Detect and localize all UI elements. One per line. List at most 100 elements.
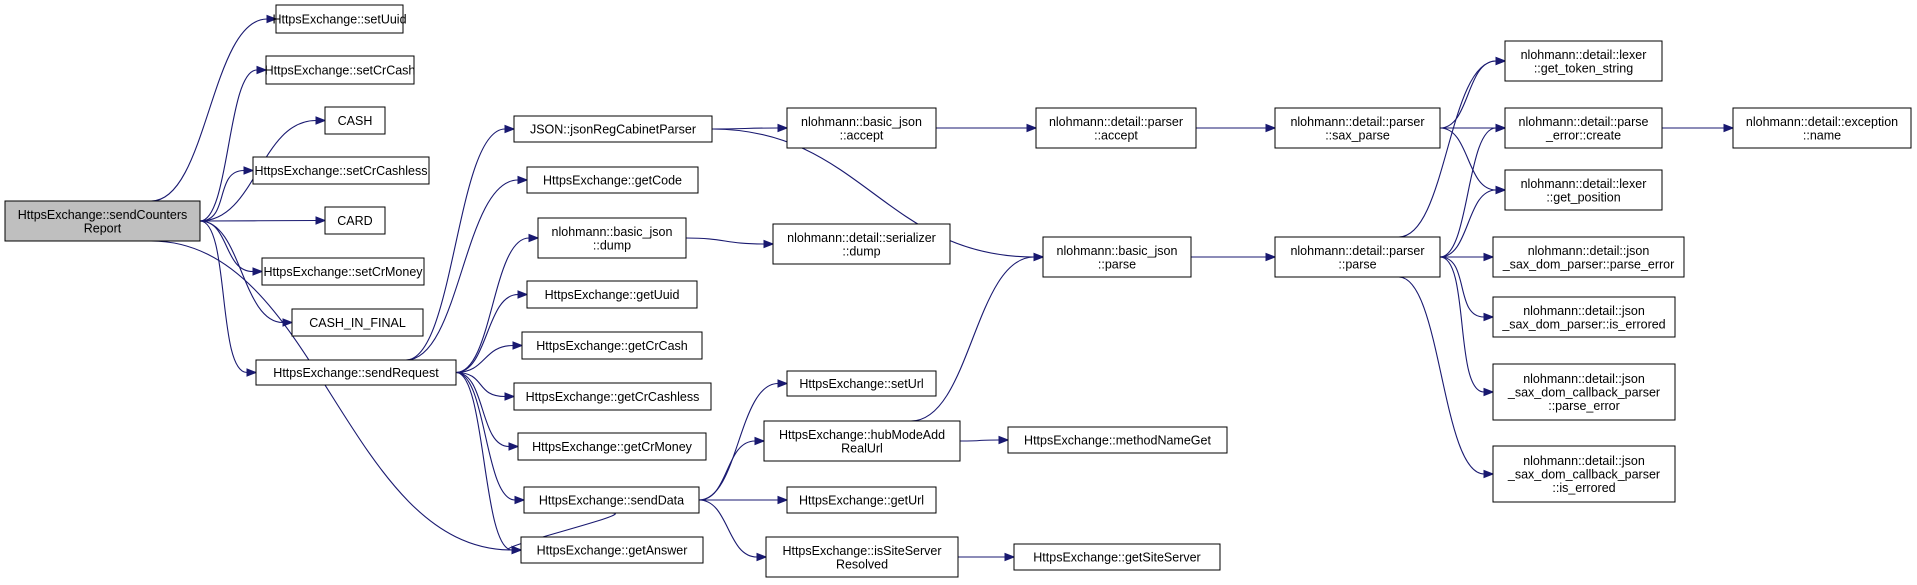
node-box[interactable]	[513, 382, 712, 411]
node-sdcpParseErr[interactable]: nlohmann::detail::json_sax_dom_callback_…	[1492, 363, 1676, 421]
node-label: nlohmann::detail::exception	[1746, 115, 1898, 129]
node-label: HttpsExchange::sendData	[539, 494, 684, 508]
node-box[interactable]	[517, 432, 707, 461]
node-label: _sax_dom_parser::is_errored	[1501, 317, 1665, 331]
edge-pParse-to-getPos	[1439, 189, 1497, 258]
node-serDump[interactable]: nlohmann::detail::serializer::dump	[772, 223, 951, 265]
node-CASH_IN_FINAL[interactable]: CASH_IN_FINAL	[291, 308, 424, 337]
node-box[interactable]	[324, 106, 386, 135]
node-box[interactable]	[520, 536, 704, 564]
node-label: HttpsExchange::getCrCash	[536, 339, 688, 353]
node-box[interactable]	[265, 55, 415, 85]
node-setCrMoney[interactable]: HttpsExchange::setCrMoney	[261, 257, 425, 286]
node-box[interactable]	[1274, 236, 1441, 278]
node-box[interactable]	[1013, 543, 1221, 571]
node-box[interactable]	[526, 280, 698, 309]
node-box[interactable]	[4, 200, 201, 242]
node-box[interactable]	[786, 107, 937, 149]
node-box[interactable]	[255, 359, 457, 386]
node-box[interactable]	[1492, 445, 1676, 503]
node-sdpParseErr[interactable]: nlohmann::detail::json_sax_dom_parser::p…	[1492, 236, 1685, 278]
node-dump[interactable]: nlohmann::basic_json::dump	[537, 217, 687, 259]
node-box[interactable]	[526, 166, 699, 194]
node-sendData[interactable]: HttpsExchange::sendData	[523, 486, 700, 514]
node-box[interactable]	[1504, 169, 1663, 211]
node-getSite[interactable]: HttpsExchange::getSiteServer	[1013, 543, 1221, 571]
node-peCreate[interactable]: nlohmann::detail::parse_error::create	[1504, 107, 1663, 149]
node-box[interactable]	[1492, 236, 1685, 278]
node-label: ::parse	[1338, 257, 1376, 271]
node-saxParse[interactable]: nlohmann::detail::parser::sax_parse	[1274, 107, 1441, 149]
node-box[interactable]	[1035, 107, 1197, 149]
edge-arrowhead	[777, 123, 789, 133]
node-getUrl[interactable]: HttpsExchange::getUrl	[786, 486, 937, 514]
node-getPos[interactable]: nlohmann::detail::lexer::get_position	[1504, 169, 1663, 211]
node-label: ::get_position	[1546, 190, 1620, 204]
node-setUuid[interactable]: HttpsExchange::setUuid	[272, 4, 407, 34]
node-sdcpIsErr[interactable]: nlohmann::detail::json_sax_dom_callback_…	[1492, 445, 1676, 503]
edge-arrowhead	[763, 239, 775, 249]
node-CASH[interactable]: CASH	[324, 106, 386, 135]
edge-arrowhead	[777, 495, 789, 505]
node-getCrMoney[interactable]: HttpsExchange::getCrMoney	[517, 432, 707, 461]
node-accept[interactable]: nlohmann::basic_json::accept	[786, 107, 937, 149]
node-box[interactable]	[1274, 107, 1441, 149]
node-jsonReg[interactable]: JSON::jsonRegCabinetParser	[513, 115, 713, 143]
node-CARD[interactable]: CARD	[324, 206, 386, 235]
node-box[interactable]	[513, 115, 713, 143]
node-box[interactable]	[763, 420, 961, 462]
node-label: ::dump	[842, 244, 880, 258]
node-setCrCashless[interactable]: HttpsExchange::setCrCashless	[252, 156, 430, 185]
node-label: HttpsExchange::getCrMoney	[532, 440, 693, 454]
node-box[interactable]	[324, 206, 386, 235]
node-box[interactable]	[523, 486, 700, 514]
edge-arrowhead	[508, 442, 520, 451]
node-setUrl[interactable]: HttpsExchange::setUrl	[786, 370, 937, 397]
node-box[interactable]	[1492, 363, 1676, 421]
node-box[interactable]	[1042, 236, 1192, 278]
edge-sendRequest-to-getCrCash	[455, 344, 514, 374]
node-label: HttpsExchange::setCrCashless	[255, 164, 428, 178]
node-setCrCash[interactable]: HttpsExchange::setCrCash	[265, 55, 416, 85]
edge-arrowhead	[998, 435, 1010, 445]
node-sdpIsErr[interactable]: nlohmann::detail::json_sax_dom_parser::i…	[1492, 296, 1676, 338]
node-box[interactable]	[1504, 40, 1663, 82]
node-bjParse[interactable]: nlohmann::basic_json::parse	[1042, 236, 1192, 278]
node-box[interactable]	[252, 156, 430, 185]
node-box[interactable]	[1007, 426, 1228, 454]
edge-saxParse-to-getToken	[1439, 60, 1497, 129]
node-getCrCash[interactable]: HttpsExchange::getCrCash	[521, 331, 703, 360]
edge-arrowhead	[756, 552, 768, 562]
edge-pParse-to-getToken	[1398, 60, 1497, 238]
node-getAnswer[interactable]: HttpsExchange::getAnswer	[520, 536, 704, 564]
edge-sendRequest-to-getCrMoney	[455, 371, 510, 448]
node-label: ::is_errored	[1552, 481, 1615, 495]
node-box[interactable]	[291, 308, 424, 337]
node-box[interactable]	[1732, 107, 1912, 149]
node-box[interactable]	[1504, 107, 1663, 149]
node-getCrCashless[interactable]: HttpsExchange::getCrCashless	[513, 382, 712, 411]
node-label: ::dump	[593, 238, 631, 252]
node-box[interactable]	[786, 370, 937, 397]
node-excName[interactable]: nlohmann::detail::exception::name	[1732, 107, 1912, 149]
node-box[interactable]	[772, 223, 951, 265]
node-parserAccept[interactable]: nlohmann::detail::parser::accept	[1035, 107, 1197, 149]
node-box[interactable]	[786, 486, 937, 514]
edge-jsonReg-to-bjParse	[711, 128, 1035, 258]
edge-sendData-to-hubMode	[698, 440, 756, 501]
node-box[interactable]	[537, 217, 687, 259]
node-getCode[interactable]: HttpsExchange::getCode	[526, 166, 699, 194]
node-pParse[interactable]: nlohmann::detail::parser::parse	[1274, 236, 1441, 278]
node-box[interactable]	[1492, 296, 1676, 338]
node-getUuid[interactable]: HttpsExchange::getUuid	[526, 280, 698, 309]
node-sendRequest[interactable]: HttpsExchange::sendRequest	[255, 359, 457, 386]
node-box[interactable]	[765, 536, 959, 578]
node-getToken[interactable]: nlohmann::detail::lexer::get_token_strin…	[1504, 40, 1663, 82]
node-box[interactable]	[261, 257, 425, 286]
node-box[interactable]	[521, 331, 703, 360]
node-box[interactable]	[275, 4, 404, 34]
node-methodName[interactable]: HttpsExchange::methodNameGet	[1007, 426, 1228, 454]
